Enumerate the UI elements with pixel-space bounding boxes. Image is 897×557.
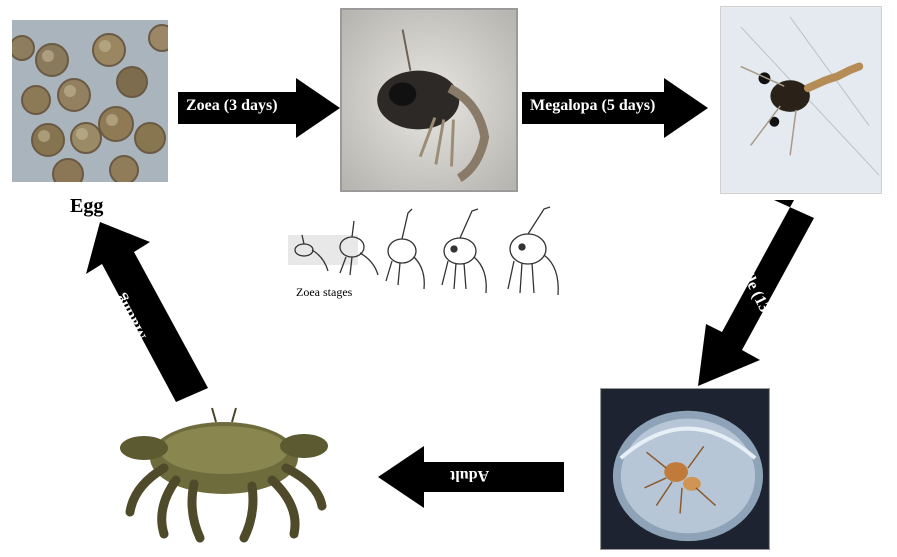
egg-label: Egg: [70, 195, 103, 218]
zoea-stages-caption: Zoea stages: [296, 285, 352, 300]
megalopa-photo: [720, 6, 882, 194]
adult-arrow-label: Adult: [450, 466, 489, 484]
zoea-arrow-label: Zoea (3 days): [186, 97, 278, 115]
zoea-photo: [340, 8, 518, 192]
egg-photo: [12, 20, 168, 182]
juvenile-photo: [600, 388, 770, 550]
adult-photo: [104, 388, 336, 552]
mating-arrow: [78, 222, 212, 402]
zoea-stages-sketch: Zoea stages: [282, 205, 578, 307]
megalopa-arrow-label: Megalopa (5 days): [530, 97, 655, 115]
